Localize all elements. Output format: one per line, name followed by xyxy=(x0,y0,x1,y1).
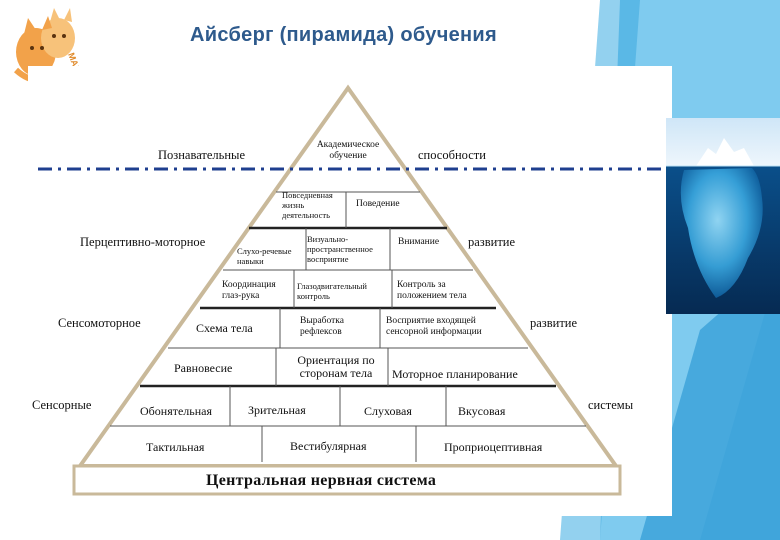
slide-title: Айсберг (пирамида) обучения xyxy=(190,24,497,46)
label-systems: системы xyxy=(588,398,634,412)
cell-visual: Зрительная xyxy=(248,403,306,417)
base-bar xyxy=(72,464,622,496)
cell-tactile: Тактильная xyxy=(146,440,205,454)
cell-gustatory: Вкусовая xyxy=(458,404,506,418)
cell-behavior: Поведение xyxy=(356,199,400,209)
cell-vestibular: Вестибулярная xyxy=(290,439,367,453)
iceberg-image xyxy=(666,118,780,314)
label-abilities: способности xyxy=(418,148,486,162)
label-development-2: развитие xyxy=(530,316,578,330)
cell-auditory: Слуховая xyxy=(364,404,412,418)
label-development-1: развитие xyxy=(468,235,516,249)
base-label: Центральная нервная система xyxy=(206,472,437,489)
cell-daily-life: Повседневная жизнь деятельность xyxy=(282,190,333,220)
label-sensory: Сенсорные xyxy=(32,398,92,412)
cell-eye-control: Глазодвигательный контроль xyxy=(297,281,367,301)
cell-olfactory: Обонятельная xyxy=(140,404,213,418)
label-perceptual-motor: Перцептивно-моторное xyxy=(80,235,206,249)
cell-sensory-input: Восприятие входящей сенсорной информации xyxy=(386,316,482,337)
cell-reflexes: Выработка рефлексов xyxy=(300,316,344,337)
cell-academic: Академическое обучение xyxy=(316,140,380,161)
cell-body-control: Контроль за положением тела xyxy=(397,280,467,301)
cell-hand-eye: Координация глаз-рука xyxy=(222,280,276,301)
bg-dark-shape xyxy=(640,260,780,540)
label-sensorimotor: Сенсомоторное xyxy=(58,316,141,330)
cell-visual-spatial: Визуально-пространственное восприятие xyxy=(307,234,373,264)
cell-balance: Равновесие xyxy=(174,361,233,375)
label-cognitive: Познавательные xyxy=(158,148,245,162)
cell-proprioceptive: Проприоцептивная xyxy=(444,440,543,454)
cell-body-scheme: Схема тела xyxy=(196,321,253,335)
pyramid-inner-outline xyxy=(86,94,610,463)
cell-orientation: Ориентация по сторонам тела xyxy=(297,353,375,380)
cell-attention: Внимание xyxy=(398,237,440,247)
cell-auditory-speech: Слухо-речевые навыки xyxy=(237,246,292,266)
cell-motor-planning: Моторное планирование xyxy=(392,367,518,381)
